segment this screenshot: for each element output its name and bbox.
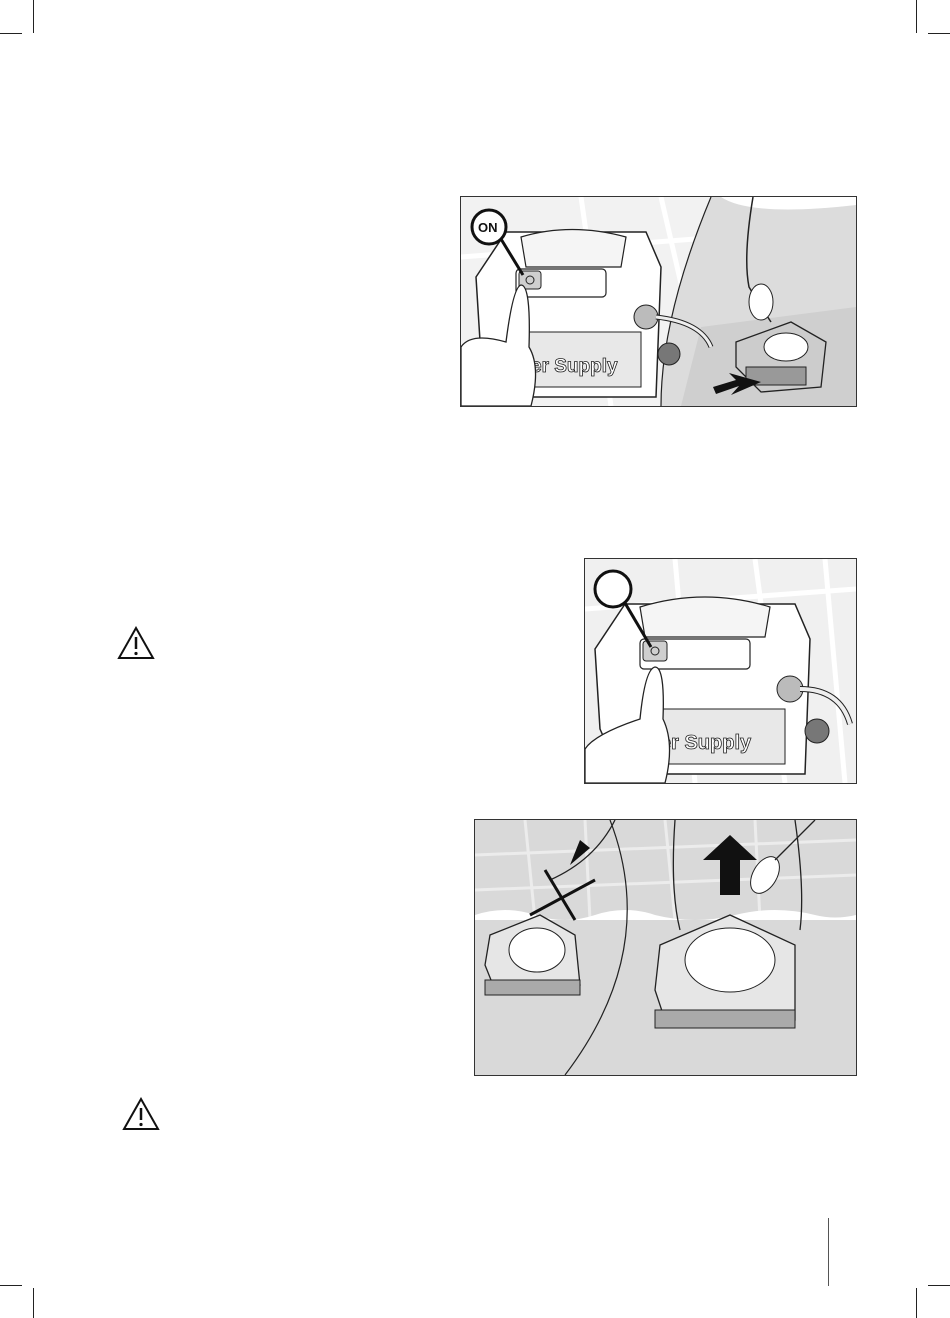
device-brand-label: er Supply	[660, 732, 752, 754]
crop-mark	[928, 33, 950, 34]
crop-mark	[33, 1288, 34, 1318]
power-on-illustration: er Supply ON	[461, 197, 856, 406]
warning-triangle-icon	[122, 1097, 160, 1131]
lift-robot-illustration	[475, 820, 856, 1075]
figure-power-off: er Supply	[584, 558, 857, 784]
on-callout-label: ON	[478, 220, 498, 235]
device-brand-label: er Supply	[531, 356, 618, 377]
crop-mark	[0, 1285, 22, 1286]
figure-lift-robot	[474, 819, 857, 1076]
crop-mark	[0, 33, 22, 34]
power-off-illustration: er Supply	[585, 559, 856, 783]
crop-mark	[928, 1285, 950, 1286]
warning-triangle-icon	[117, 626, 155, 660]
crop-mark	[916, 1288, 917, 1318]
crop-mark	[916, 0, 917, 33]
figure-power-on: er Supply ON	[460, 196, 857, 407]
crop-mark	[33, 0, 34, 33]
page-number-divider	[828, 1218, 829, 1286]
